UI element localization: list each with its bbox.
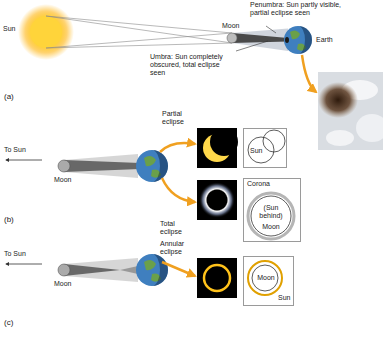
sun [30,16,62,48]
sun-outline [248,137,274,163]
earth-night [152,254,168,286]
earth [136,254,168,286]
diagram-text: (Sun behind) [257,204,285,220]
penumbra-label: Penumbra: Sun partly visible, partial ec… [250,1,346,17]
panel-letter: (c) [4,318,13,327]
moon-outline [263,130,285,152]
sun-rays [46,16,232,48]
moon-label: Moon [54,176,72,184]
penumbra [232,29,288,52]
corona-outline [248,193,294,239]
moon-label: Moon [54,280,72,288]
moon-label: Moon [222,22,240,30]
ray [46,16,232,33]
diagram-text: Corona [247,180,270,188]
umbra-label: Umbra: Sun completely obscured, total ec… [150,53,234,77]
shadow-spot [285,37,289,43]
total-diagram-box: Corona (Sun behind) Moon [243,178,301,242]
moon [58,264,70,276]
sun-ring [204,265,230,291]
eclipse-label: Annular eclipse [160,240,196,256]
sun-glow [18,4,74,60]
cloud [326,130,354,146]
antumbra [120,266,138,274]
moon-shadow [318,82,358,118]
eclipse-label: Partial eclipse [162,110,194,126]
pointer-arrow [160,143,195,152]
corona [199,182,235,218]
annular-eclipse-photo [197,258,237,298]
umbra [232,33,288,43]
annular-diagram-box: MoonSun [243,256,294,306]
umbra [64,264,120,276]
earth [136,150,168,182]
eclipse-label: Total eclipse [160,220,194,236]
leader-line [236,41,268,51]
pointer-arrow [162,262,195,276]
direction-arrow [6,160,42,161]
ray [46,16,232,43]
sun-label: Sun [3,25,15,33]
earth [284,26,312,54]
diagram-text: Sun [278,294,290,302]
partial-diagram-box: Sun [243,128,287,168]
moon [58,160,70,172]
moon-disc [210,128,238,156]
earth-night [298,26,312,54]
panel-letter: (b) [4,215,14,224]
diagram-text: Sun [250,147,262,155]
direction-label: To Sun [4,250,26,258]
direction-label: To Sun [4,146,26,154]
earth-label: Earth [316,36,333,44]
pointer-arrow [162,178,195,202]
earth-land [144,260,161,282]
direction-arrow [6,264,42,265]
cloud [356,114,383,142]
umbra [64,160,140,172]
leader-line [266,26,276,33]
penumbra [64,258,138,282]
earth-land [144,156,161,178]
satellite-photo [318,72,383,150]
earth-land [290,30,306,50]
diagram-text: Moon [247,274,285,282]
partial-eclipse-photo [197,128,237,168]
ray [46,33,232,48]
moon [227,33,237,43]
diagram-text: Moon [244,223,298,231]
total-eclipse-photo [197,180,237,220]
pointer-arrow [302,55,316,92]
earth-night [152,150,168,182]
panel-letter: (a) [4,92,14,101]
